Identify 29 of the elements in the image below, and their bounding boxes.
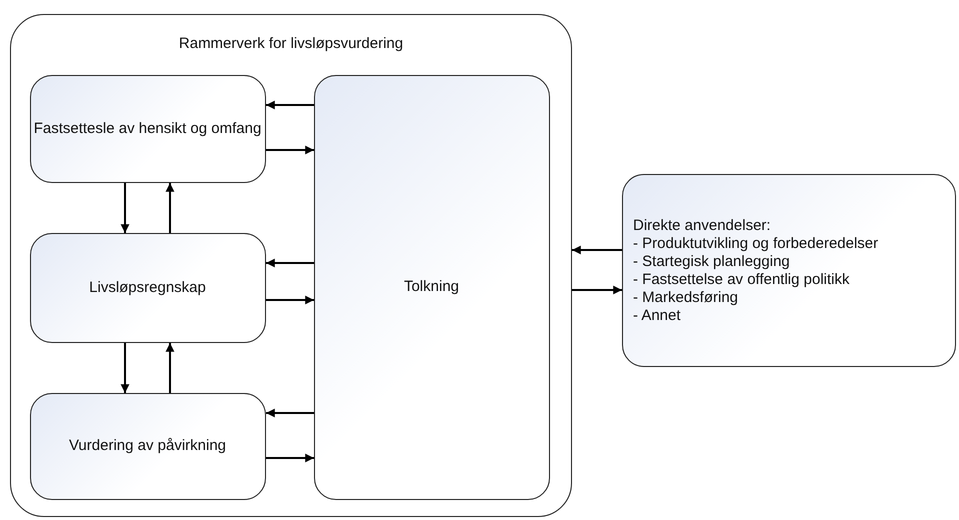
box-label: Tolkning: [404, 278, 460, 296]
arrow: [166, 343, 174, 393]
arrow: [266, 100, 314, 110]
heading-text: Direkte anvendelser:: [633, 216, 771, 234]
list-item: - Produktutvikling og forbederedelser: [633, 234, 878, 252]
list-item: - Startegisk planlegging: [633, 252, 790, 270]
framework-box: [10, 14, 572, 517]
frame-title: Rammerverk for livsløpsvurdering: [178, 35, 404, 53]
arrow: [120, 343, 130, 393]
arrow: [572, 286, 622, 294]
note-box: [622, 174, 956, 367]
arrow: [166, 183, 174, 233]
arrow: [572, 246, 622, 254]
arrow: [266, 454, 314, 462]
box-label: Fastsettesle av hensikt og omfang: [34, 120, 262, 138]
process-box: [314, 74, 550, 500]
arrow: [266, 408, 314, 418]
process-box: [30, 74, 266, 182]
process-box: [30, 232, 266, 342]
arrow: [120, 183, 130, 233]
box-label: Vurdering av påvirkning: [68, 437, 226, 455]
arrow: [266, 146, 314, 154]
box-label: Livsløpsregnskap: [89, 278, 206, 296]
arrow: [266, 258, 314, 268]
arrow: [266, 296, 314, 304]
list-item: - Markedsføring: [633, 288, 738, 306]
list-item: - Fastsettelse av offentlig politikk: [633, 270, 850, 288]
list-item: - Annet: [633, 306, 681, 324]
process-box: [30, 392, 266, 500]
